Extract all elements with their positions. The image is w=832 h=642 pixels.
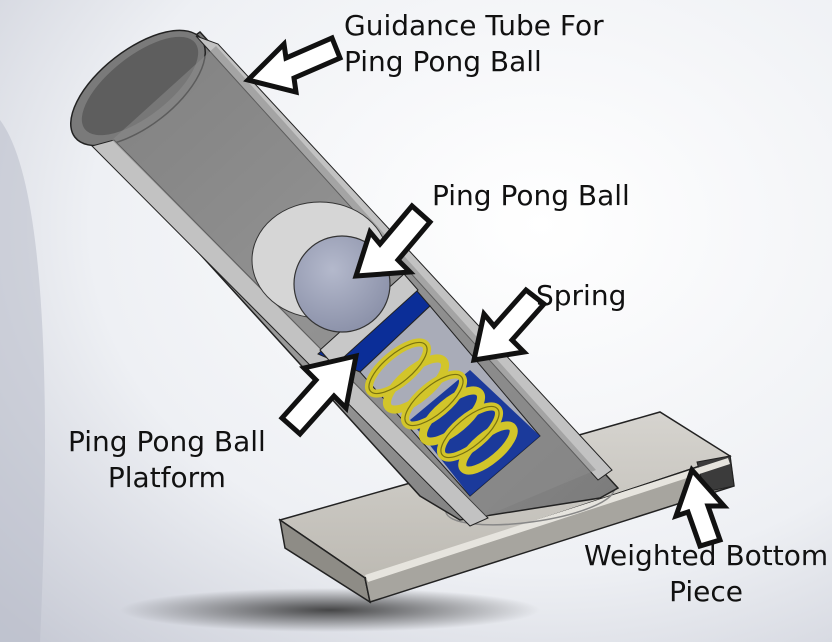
arrow-weighted-bottom xyxy=(671,465,730,550)
arrow-ping-pong-ball xyxy=(352,202,434,279)
arrow-platform xyxy=(278,352,360,438)
spring-outline xyxy=(368,341,500,459)
label-guidance-tube-line1: Guidance Tube For xyxy=(344,9,604,42)
label-platform-line2: Platform xyxy=(107,461,226,494)
background-shading xyxy=(0,120,45,642)
label-guidance-tube-line2: Ping Pong Ball xyxy=(344,45,542,78)
arrow-spring xyxy=(470,286,548,364)
label-platform-line1: Ping Pong Ball xyxy=(68,425,266,458)
label-weighted-bottom-line2: Piece xyxy=(669,575,744,608)
label-weighted-bottom-line1: Weighted Bottom xyxy=(584,539,829,572)
arrow-guidance-tube xyxy=(243,34,344,96)
label-spring: Spring xyxy=(536,279,627,312)
label-weighted-bottom: Weighted Bottom Piece xyxy=(584,538,828,610)
floor-shadow xyxy=(120,588,540,632)
label-ping-pong-ball: Ping Pong Ball xyxy=(432,179,630,212)
label-guidance-tube: Guidance Tube For Ping Pong Ball xyxy=(344,8,604,80)
label-platform: Ping Pong Ball Platform xyxy=(68,424,266,496)
